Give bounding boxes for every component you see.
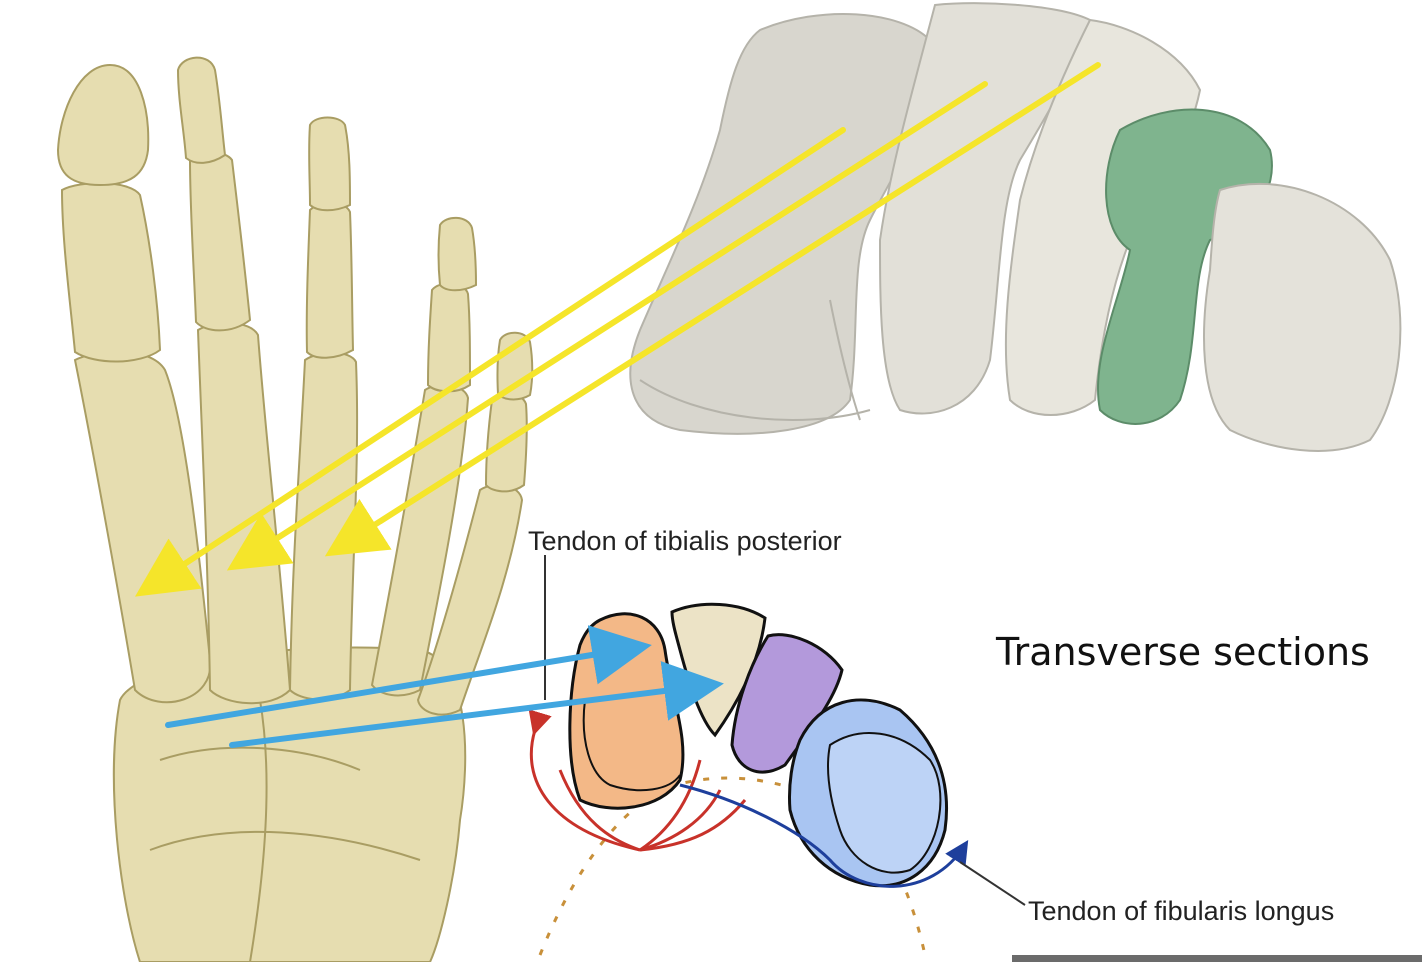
hallux-proximal-phalanx [60,182,162,363]
bottom-edge-bar [1012,955,1422,962]
label-fibularis-longus: Tendon of fibularis longus [1028,896,1334,926]
model-navicular [1203,182,1402,452]
tarsal-3d-model [629,2,1402,452]
third-metatarsal [288,351,359,701]
yellow-arrow-2 [226,81,988,571]
foot-skeleton [56,56,534,962]
fifth-metatarsal [416,483,524,716]
label-tibialis-posterior: Tendon of tibialis posterior [528,526,842,556]
second-metatarsal [196,322,292,705]
leader-fibularis [959,861,1026,906]
heading-transverse-sections: Transverse sections [996,630,1370,674]
blue-arrow-1 [165,625,652,728]
yellow-arrows [134,62,1101,597]
blue-arrows [165,625,724,748]
fourth-metatarsal [370,383,470,697]
transverse-section: Tendon of tibialis posterior Tendon of f… [528,526,1334,956]
fibularis-longus-tendon [679,783,969,888]
section-lateral-cuneiform [730,633,844,774]
tibialis-posterior-branches [528,709,747,852]
section-medial-cuneiform [568,612,685,810]
blue-arrow-2 [229,661,724,748]
yellow-arrow-3 [324,62,1101,557]
hallux-metatarsal [73,350,212,704]
hallux-distal-phalanx [56,63,150,187]
